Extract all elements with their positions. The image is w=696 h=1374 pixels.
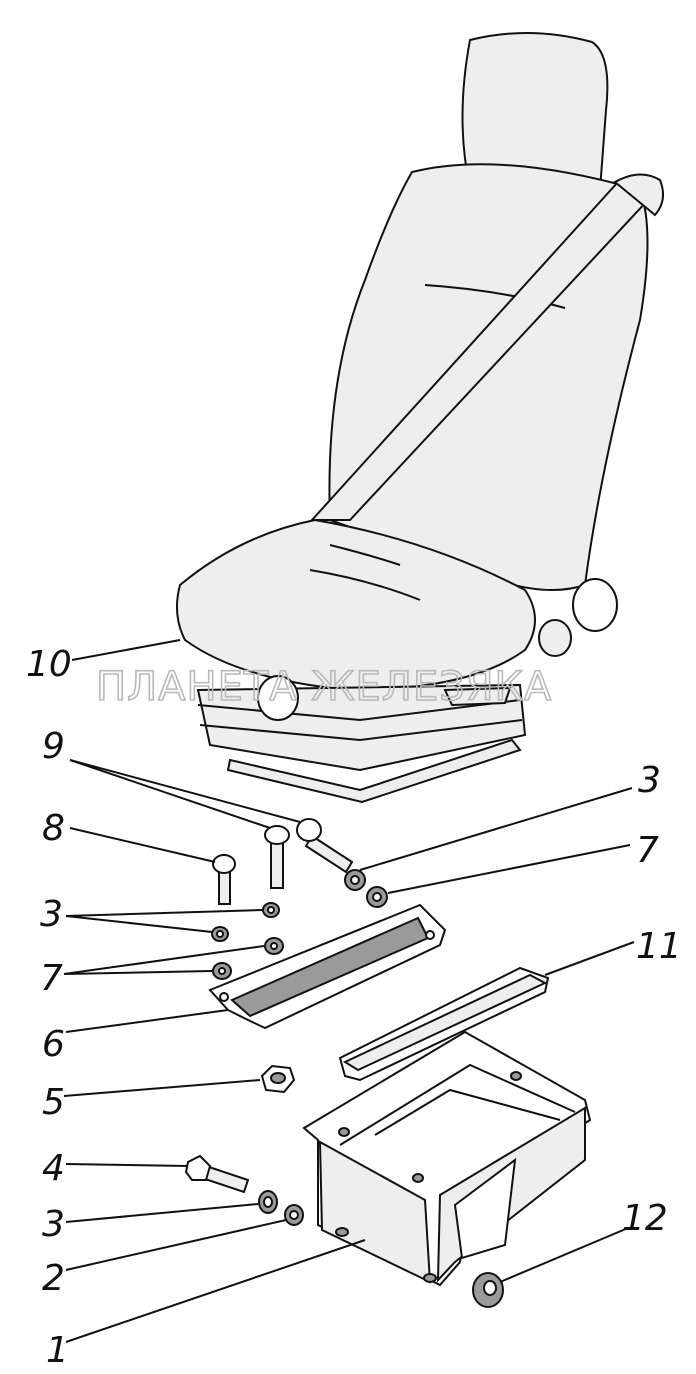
callout-7-left: 7 — [40, 958, 63, 999]
recline-knob — [572, 578, 618, 632]
callout-9: 9 — [42, 726, 65, 767]
lock-washer-3-a — [344, 869, 366, 891]
seat-assembly — [175, 32, 665, 804]
callout-11: 11 — [636, 926, 682, 967]
bracket-6 — [208, 903, 447, 1030]
base-frame-1 — [302, 1030, 592, 1287]
nut-5 — [260, 1064, 296, 1094]
cap-12 — [472, 1272, 504, 1308]
bolt-9-left — [264, 825, 290, 889]
bolt-9-right — [296, 818, 354, 874]
flat-washer-7-b — [264, 937, 284, 955]
callout-7-top-right: 7 — [636, 830, 659, 871]
lock-washer-3-b — [262, 902, 280, 918]
callout-1: 1 — [46, 1330, 69, 1371]
callout-5: 5 — [42, 1082, 65, 1123]
lock-washer-3-c — [211, 926, 229, 942]
washer-2 — [284, 1204, 304, 1226]
callout-10: 10 — [26, 644, 72, 685]
strip-11 — [338, 966, 550, 1082]
lock-washer-3-d — [258, 1190, 278, 1214]
callout-12: 12 — [622, 1198, 668, 1239]
callout-4: 4 — [42, 1148, 65, 1189]
screw-8 — [212, 854, 236, 905]
height-knob — [257, 675, 299, 721]
callout-6: 6 — [42, 1024, 65, 1065]
callout-numbers: 10 9 8 3 7 3 7 11 6 5 4 3 2 12 1 — [26, 644, 682, 1371]
flat-washer-7-a — [366, 886, 388, 908]
seat-slide-rails — [226, 738, 522, 804]
seat-cushion — [175, 518, 536, 692]
belt-anchor — [613, 173, 665, 217]
flat-washer-7-c — [212, 962, 232, 980]
callout-8: 8 — [42, 808, 65, 849]
watermark: ПЛАНЕТА ЖЕЛЕЗЯКА — [96, 664, 552, 710]
callout-3-top-right: 3 — [638, 760, 661, 801]
callout-3-left: 3 — [40, 894, 63, 935]
callout-2: 2 — [42, 1258, 65, 1299]
callout-3-bottom: 3 — [42, 1204, 65, 1245]
leader-lines — [63, 639, 635, 1343]
bolt-4 — [184, 1154, 250, 1194]
